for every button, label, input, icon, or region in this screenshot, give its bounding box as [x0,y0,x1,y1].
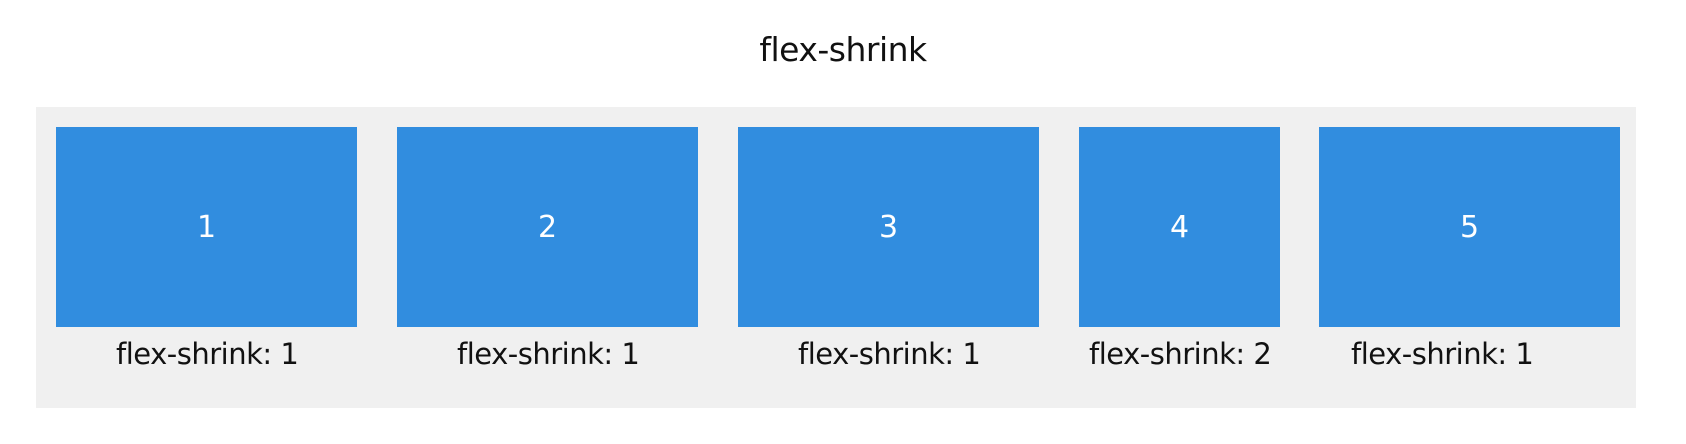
flex-item-box: 4 [1079,127,1280,327]
flex-item-caption: flex-shrink: 1 [457,337,640,371]
flex-container: 1 flex-shrink: 1 2 flex-shrink: 1 3 flex… [36,107,1636,408]
flex-item-number: 3 [878,209,899,245]
diagram-title: flex-shrink [759,30,927,69]
flex-item-box: 5 [1319,127,1620,327]
flex-item-number: 2 [537,209,558,245]
flex-item-box: 2 [397,127,698,327]
flex-item-box: 3 [738,127,1039,327]
flex-item-3: 3 flex-shrink: 1 [738,127,1039,371]
flex-item-5: 5 flex-shrink: 1 [1319,127,1620,371]
flex-item-1: 1 flex-shrink: 1 [56,127,357,371]
flex-item-4: 4 flex-shrink: 2 [1079,127,1280,371]
flex-item-2: 2 flex-shrink: 1 [397,127,698,371]
flex-item-box: 1 [56,127,357,327]
flex-item-number: 4 [1169,209,1190,245]
flex-item-number: 1 [196,209,217,245]
flex-item-caption: flex-shrink: 2 [1089,337,1272,371]
flex-item-caption: flex-shrink: 1 [798,337,981,371]
flex-item-caption: flex-shrink: 1 [1351,337,1534,371]
flex-item-number: 5 [1459,209,1480,245]
flex-item-caption: flex-shrink: 1 [116,337,299,371]
